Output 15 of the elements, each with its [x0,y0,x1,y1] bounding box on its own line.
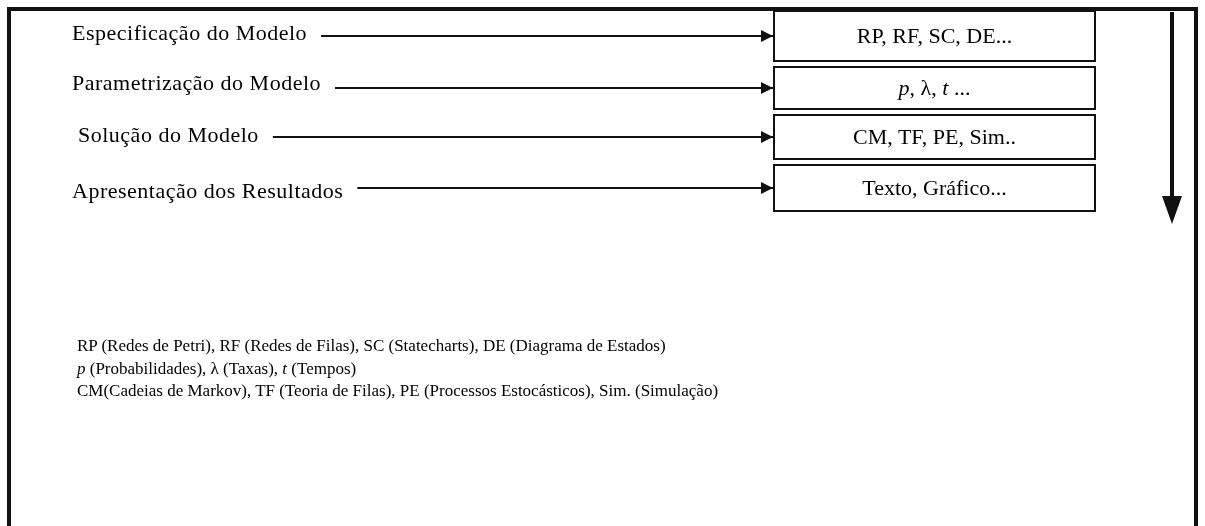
legend-note: CM(Cadeias de Markov), TF (Teoria de Filas), PE (Processos Estocásticos), Sim. (Simulação) [77,381,719,401]
process-box: p, λ, t ... [773,66,1096,110]
arrow [356,182,774,194]
step-label: Parametrização do Modelo [72,68,321,98]
process-box: RP, RF, SC, DE... [773,10,1096,62]
process-box: CM, TF, PE, Sim.. [773,114,1096,160]
step-label: Especificação do Modelo [72,18,308,48]
arrow [271,131,774,143]
legend-note: RP (Redes de Petri), RF (Redes de Filas), SC (Statecharts), DE (Diagrama de Estados) [77,336,666,356]
legend-note: p (Probabilidades), λ (Taxas), t (Tempos) [77,358,357,379]
step-label: Solução do Modelo [78,120,259,150]
arrow [320,30,774,42]
arrow [334,82,774,94]
process-box: Texto, Gráfico... [773,164,1096,212]
step-label: Apresentação dos Resultados [72,176,344,206]
